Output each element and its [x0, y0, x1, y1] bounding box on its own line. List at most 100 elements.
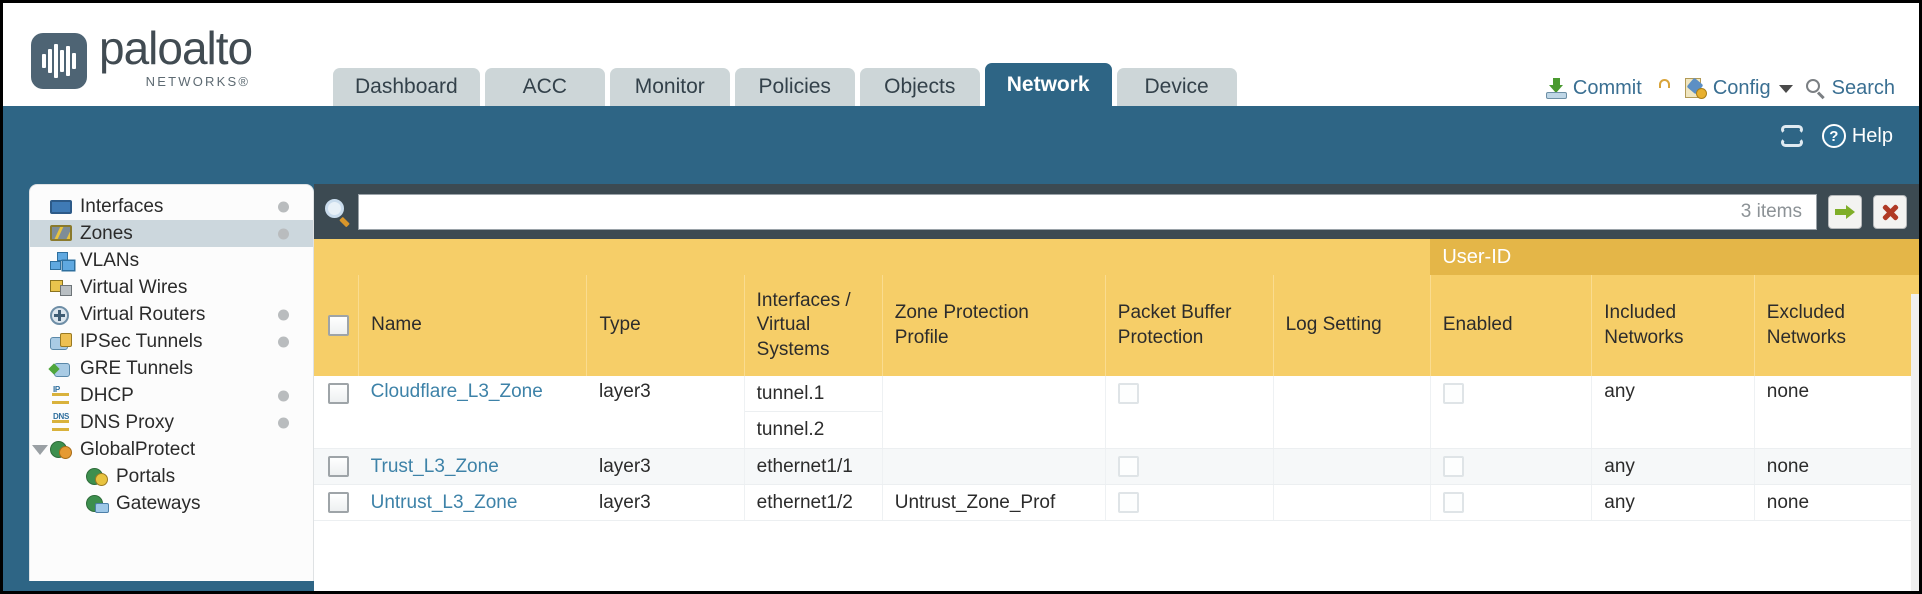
- band-toolbar: ? Help: [1780, 124, 1893, 148]
- config-menu[interactable]: Config: [1684, 77, 1793, 100]
- tab-device[interactable]: Device: [1116, 68, 1237, 106]
- refresh-icon[interactable]: [1780, 125, 1804, 147]
- sidebar-item-dhcp[interactable]: IP DHCP: [30, 382, 313, 409]
- virtual-routers-icon: [50, 305, 72, 325]
- cell-interfaces: ethernet1/1: [743, 448, 883, 485]
- sidebar-item-virtual-routers[interactable]: Virtual Routers: [30, 301, 313, 328]
- items-count-label: 3 items: [1740, 200, 1802, 222]
- row-select-cell: [314, 376, 359, 449]
- paloalto-logo-icon: [31, 33, 87, 89]
- column-header-type[interactable]: Type: [586, 275, 745, 376]
- help-dot-icon[interactable]: [278, 309, 289, 320]
- help-dot-icon[interactable]: [278, 390, 289, 401]
- config-label: Config: [1712, 77, 1771, 99]
- cell-included-networks: any: [1591, 484, 1755, 521]
- search-input[interactable]: 3 items: [358, 193, 1817, 230]
- row-checkbox[interactable]: [328, 383, 349, 405]
- dns-proxy-icon: DNS: [50, 412, 72, 432]
- expander-collapse-icon[interactable]: [32, 444, 48, 455]
- zones-icon: [50, 224, 72, 243]
- column-header-packet-buffer-protection[interactable]: Packet Buffer Protection: [1104, 275, 1274, 376]
- cell-log-setting: [1272, 448, 1431, 485]
- help-dot-icon[interactable]: [278, 417, 289, 428]
- column-header-enabled[interactable]: Enabled: [1429, 275, 1592, 376]
- table-header: User-ID Name Type: [314, 239, 1919, 376]
- row-select-cell: [314, 448, 359, 485]
- row-checkbox[interactable]: [328, 455, 349, 477]
- column-header-interfaces-virtual-systems[interactable]: Interfaces / Virtual Systems: [743, 275, 883, 376]
- userid-enabled-checkbox[interactable]: [1442, 491, 1464, 513]
- column-header-included-networks[interactable]: Included Networks: [1591, 275, 1755, 376]
- sidebar-item-zones[interactable]: Zones: [30, 220, 313, 247]
- zones-table: User-ID Name Type: [314, 239, 1919, 521]
- sidebar-item-dns-proxy[interactable]: DNS DNS Proxy: [30, 409, 313, 436]
- row-checkbox[interactable]: [328, 491, 349, 513]
- sidebar-item-label: Virtual Routers: [80, 303, 206, 325]
- zone-name-link[interactable]: Untrust_L3_Zone: [370, 491, 518, 513]
- packet-buffer-protection-checkbox[interactable]: [1117, 455, 1139, 477]
- commit-icon: [1545, 78, 1567, 99]
- filter-bar: 3 items: [314, 184, 1919, 239]
- dhcp-icon: IP: [50, 385, 72, 405]
- sidebar-item-label: DNS Proxy: [80, 411, 174, 433]
- commit-label: Commit: [1572, 77, 1642, 99]
- sidebar-item-interfaces[interactable]: Interfaces: [30, 193, 313, 220]
- help-dot-icon[interactable]: [278, 201, 289, 212]
- sidebar: Interfaces Zones VLANs Virtual Wires Vir…: [29, 184, 314, 581]
- packet-buffer-protection-checkbox[interactable]: [1117, 491, 1139, 513]
- tab-dashboard[interactable]: Dashboard: [333, 68, 480, 106]
- sidebar-item-ipsec-tunnels[interactable]: IPSec Tunnels: [30, 328, 313, 355]
- tab-policies[interactable]: Policies: [734, 68, 855, 106]
- vlans-icon: [50, 251, 72, 270]
- sidebar-item-gateways[interactable]: Gateways: [30, 490, 313, 517]
- tab-acc[interactable]: ACC: [484, 68, 605, 106]
- apply-filter-button[interactable]: [1828, 194, 1862, 229]
- clear-filter-button[interactable]: [1873, 194, 1907, 229]
- packet-buffer-protection-checkbox[interactable]: [1117, 383, 1139, 405]
- sidebar-item-portals[interactable]: Portals: [30, 463, 313, 490]
- cell-excluded-networks: none: [1753, 448, 1919, 485]
- zone-name-link[interactable]: Cloudflare_L3_Zone: [370, 381, 543, 402]
- column-header-log-setting[interactable]: Log Setting: [1272, 275, 1431, 376]
- help-dot-icon[interactable]: [278, 228, 289, 239]
- commit-button[interactable]: Commit: [1545, 77, 1642, 100]
- sidebar-item-gre-tunnels[interactable]: GRE Tunnels: [30, 355, 313, 382]
- body-area: Interfaces Zones VLANs Virtual Wires Vir…: [3, 184, 1919, 591]
- table-group-header-row: User-ID: [314, 239, 1919, 275]
- cell-excluded-networks: none: [1753, 484, 1919, 521]
- chevron-down-icon: [1778, 84, 1793, 93]
- brand-name: paloalto: [99, 22, 253, 74]
- userid-enabled-checkbox[interactable]: [1442, 383, 1464, 405]
- help-button[interactable]: ? Help: [1821, 124, 1893, 148]
- magnifier-icon[interactable]: [324, 198, 352, 227]
- sidebar-item-globalprotect[interactable]: GlobalProtect: [30, 436, 313, 463]
- cell-type: layer3: [586, 448, 745, 485]
- tab-network[interactable]: Network: [984, 63, 1112, 106]
- column-header-excluded-networks[interactable]: Excluded Networks: [1753, 275, 1919, 376]
- cell-zone-protection-profile: [881, 448, 1106, 485]
- sidebar-item-vlans[interactable]: VLANs: [30, 247, 313, 274]
- table-row[interactable]: Trust_L3_Zone layer3 ethernet1/1: [314, 448, 1919, 485]
- table-scrollbar[interactable]: [1911, 294, 1919, 591]
- sidebar-item-label: Zones: [80, 222, 133, 244]
- zone-name-link[interactable]: Trust_L3_Zone: [370, 455, 499, 477]
- tab-objects[interactable]: Objects: [859, 68, 980, 106]
- column-header-name[interactable]: Name: [358, 275, 587, 376]
- table-row[interactable]: Untrust_L3_Zone layer3 ethernet1/2 Untru…: [314, 484, 1919, 521]
- cell-excluded-networks: none: [1753, 376, 1919, 449]
- top-toolbar: Commit Config Search: [1545, 77, 1895, 271]
- select-all-checkbox[interactable]: [328, 314, 349, 336]
- cell-included-networks: any: [1591, 376, 1755, 449]
- tab-monitor[interactable]: Monitor: [609, 68, 730, 106]
- userid-enabled-checkbox[interactable]: [1442, 455, 1464, 477]
- top-bar: paloalto NETWORKS® Dashboard ACC Monitor…: [3, 3, 1919, 271]
- main-navigation-tabs: Dashboard ACC Monitor Policies Objects N…: [333, 63, 1237, 106]
- search-button[interactable]: Search: [1805, 77, 1895, 100]
- help-dot-icon[interactable]: [278, 336, 289, 347]
- help-icon: ?: [1821, 124, 1846, 148]
- group-header-spacer: [314, 239, 1431, 275]
- column-header-zone-protection-profile[interactable]: Zone Protection Profile: [881, 275, 1106, 376]
- content-panel: 3 items: [314, 184, 1919, 591]
- lock-icon[interactable]: [1654, 78, 1672, 271]
- sidebar-item-virtual-wires[interactable]: Virtual Wires: [30, 274, 313, 301]
